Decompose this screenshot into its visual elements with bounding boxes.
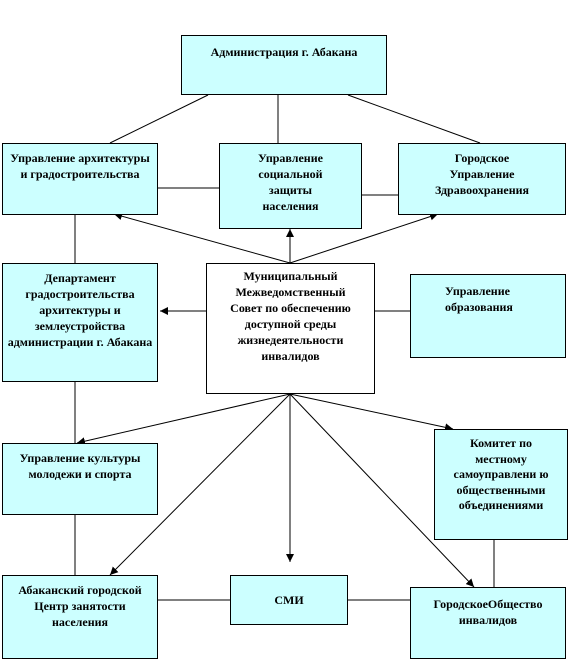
- arrow-council-employment: [109, 393, 291, 576]
- node-admin: Администрация г. Абакана: [181, 35, 387, 95]
- node-media: СМИ: [230, 575, 348, 625]
- line-admin-architecture: [109, 94, 209, 144]
- line-admin-health: [347, 94, 481, 144]
- arrow-council-health: [289, 212, 439, 264]
- node-social: Управление социальной защиты населения: [219, 143, 362, 229]
- arrow-council-culture: [76, 393, 291, 446]
- node-culture: Управление культуры молодежи и спорта: [2, 443, 158, 515]
- node-admin-label: Администрация г. Абакана: [210, 45, 358, 59]
- node-employment-label: Абаканский городской Центр занятости нас…: [18, 583, 142, 629]
- node-employment: Абаканский городской Центр занятости нас…: [2, 575, 158, 659]
- node-society-label: ГородскоеОбщество инвалидов: [433, 597, 543, 627]
- node-education: Управление образования: [410, 274, 566, 358]
- node-culture-label: Управление культуры молодежи и спорта: [19, 451, 141, 481]
- arrow-council-architecture: [113, 212, 291, 264]
- node-council: Муниципальный Межведомственный Совет по …: [206, 263, 375, 394]
- node-architecture-label: Управление архитектуры и градостроительс…: [10, 151, 150, 181]
- node-health-label: Городское Управление Здравоохранения: [434, 151, 530, 197]
- node-architecture: Управление архитектуры и градостроительс…: [2, 143, 158, 215]
- node-department: Департамент градостроительства архитекту…: [2, 263, 158, 382]
- node-social-label: Управление социальной защиты населения: [258, 151, 323, 213]
- node-education-label: Управление образования: [445, 284, 513, 314]
- node-health: Городское Управление Здравоохранения: [398, 143, 566, 215]
- arrow-council-society: [289, 393, 475, 588]
- node-department-label: Департамент градостроительства архитекту…: [7, 271, 153, 349]
- node-society: ГородскоеОбщество инвалидов: [410, 587, 566, 659]
- node-council-label: Муниципальный Межведомственный Совет по …: [230, 269, 351, 363]
- node-committee: Комитет по местному самоуправлени ю обще…: [434, 429, 568, 540]
- node-media-label: СМИ: [274, 593, 304, 607]
- arrow-council-committee: [289, 393, 454, 432]
- node-committee-label: Комитет по местному самоуправлени ю обще…: [453, 436, 549, 512]
